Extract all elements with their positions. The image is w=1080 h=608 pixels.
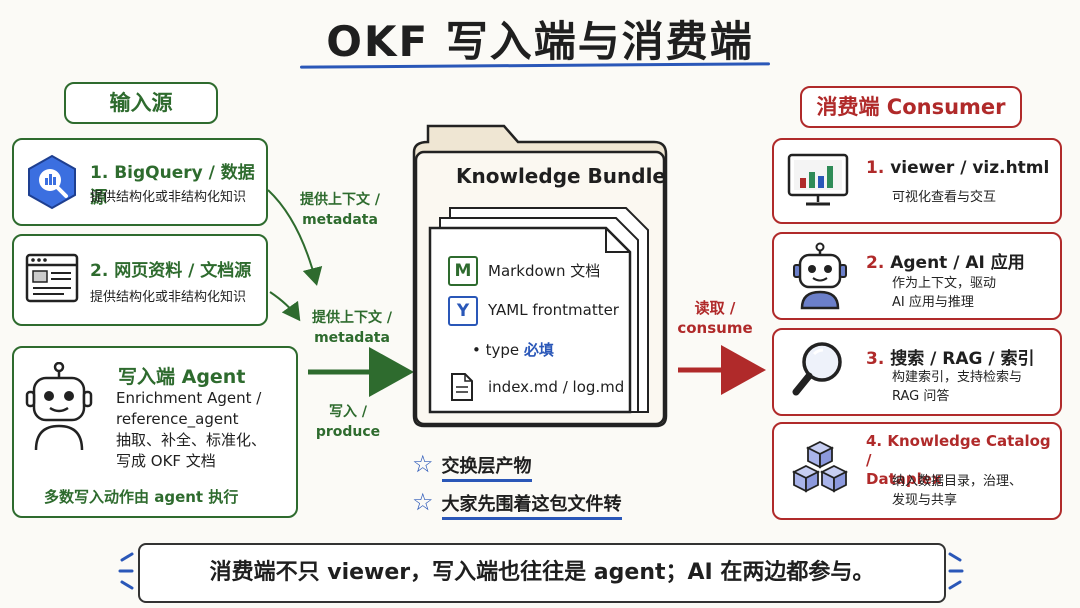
consumer-title: 1. viewer / viz.html <box>866 158 1049 178</box>
banner-accent-left <box>118 552 134 590</box>
writer-agent-card: 写入端 Agent Enrichment Agent / reference_a… <box>12 346 298 518</box>
consumer-title-text: Knowledge Catalog / <box>866 432 1051 469</box>
consumer-desc-line: AI 应用与推理 <box>892 295 974 310</box>
consumer-num: 3. <box>866 349 885 369</box>
consumer-desc-line: 构建索引，支持检索与 <box>892 370 1023 385</box>
consumer-desc: 纳入数据目录，治理、 发现与共享 <box>892 472 1022 510</box>
arrow-label-line: consume <box>677 319 753 337</box>
robot-icon <box>793 242 847 310</box>
star-icon: ☆ <box>412 488 434 516</box>
consumer-card-catalog: 4. Knowledge Catalog / Dataplex 纳入数据目录，治… <box>772 422 1062 520</box>
consumer-desc: 可视化查看与交互 <box>892 190 997 205</box>
consumer-title-text: 搜索 / RAG / 索引 <box>890 349 1035 369</box>
summary-banner: 消费端不只 viewer，写入端也往往是 agent；AI 在两边都参与。 <box>138 543 946 603</box>
consumer-header: 消费端 Consumer <box>800 86 1022 128</box>
consumer-desc: 构建索引，支持检索与 RAG 问答 <box>892 368 1022 406</box>
arrow-label-line: metadata <box>314 330 390 346</box>
star-text: 大家先围着这包文件转 <box>441 494 622 520</box>
bigquery-icon <box>28 154 76 210</box>
consumer-title-text: viewer / viz.html <box>890 158 1050 178</box>
cubes-icon <box>791 440 849 493</box>
writer-title: 写入端 Agent <box>118 366 246 388</box>
star-row-1: ☆ 交换层产物 <box>412 450 532 482</box>
consumer-title-text: Agent / AI 应用 <box>890 253 1025 273</box>
writer-line: reference_agent <box>116 410 239 428</box>
context-label-2: 提供上下文 / metadata <box>300 308 404 348</box>
consumer-title: 4. Knowledge Catalog / Dataplex <box>866 432 1060 489</box>
writer-footer: 多数写入动作由 agent 执行 <box>44 488 239 506</box>
consumer-card-search: 3. 搜索 / RAG / 索引 构建索引，支持检索与 RAG 问答 <box>772 328 1062 416</box>
bundle-item-label: YAML frontmatter <box>488 301 619 319</box>
source-title: 1. BigQuery / 数据源 <box>90 163 255 208</box>
arrow-label-line: 读取 / <box>694 299 736 317</box>
writer-line: 写成 OKF 文档 <box>116 452 216 470</box>
arrow-label-line: produce <box>315 424 381 440</box>
magnifier-icon <box>792 342 842 396</box>
markdown-icon: M <box>448 256 478 286</box>
type-required: 必填 <box>523 341 554 359</box>
type-bullet: • type 必填 <box>472 339 554 360</box>
source-card-bigquery: 1. BigQuery / 数据源 提供结构化或非结构化知识 <box>12 138 268 226</box>
context-label-1: 提供上下文 / metadata <box>292 190 388 230</box>
consumer-desc-line: 纳入数据目录，治理、 <box>892 474 1023 489</box>
consumer-desc-line: 作为上下文，驱动 <box>892 276 997 291</box>
consumer-card-viewer: 1. viewer / viz.html 可视化查看与交互 <box>772 138 1062 224</box>
file-label: index.md / log.md <box>488 378 625 396</box>
page-title: OKF 写入端与消费端 <box>326 17 754 66</box>
star-text: 交换层产物 <box>441 456 532 482</box>
folder-icon <box>412 124 668 428</box>
bundle-title: Knowledge Bundle <box>456 164 666 188</box>
arrow-label-line: metadata <box>302 212 378 228</box>
arrow-label-line: 提供上下文 / <box>312 310 392 326</box>
consumer-num: 4. <box>866 432 883 450</box>
writer-line: 抽取、补全、标准化、 <box>116 431 267 449</box>
arrow-context-2 <box>269 291 301 322</box>
arrow-label-line: 提供上下文 / <box>300 192 380 208</box>
consumer-desc: 作为上下文，驱动 AI 应用与推理 <box>892 274 996 312</box>
robot-icon <box>25 362 93 451</box>
consumer-title-text: Dataplex <box>866 470 942 488</box>
input-sources-header: 输入源 <box>64 82 218 124</box>
produce-label: 写入 / produce <box>306 402 390 442</box>
arrow-context-1 <box>267 189 323 286</box>
banner-accent-right <box>948 552 964 590</box>
star-icon: ☆ <box>412 450 434 478</box>
star-row-2: ☆ 大家先围着这包文件转 <box>412 488 622 520</box>
type-label: • type <box>472 341 520 359</box>
consumer-card-agent: 2. Agent / AI 应用 作为上下文，驱动 AI 应用与推理 <box>772 232 1062 320</box>
source-desc: 提供结构化或非结构化知识 <box>90 190 247 205</box>
yaml-icon: Y <box>448 296 478 326</box>
file-icon <box>451 373 473 401</box>
consumer-num: 2. <box>866 253 885 273</box>
consumer-desc-line: RAG 问答 <box>892 389 950 404</box>
consumer-title: 3. 搜索 / RAG / 索引 <box>866 344 1035 369</box>
bundle-item-label: Markdown 文档 <box>488 262 601 280</box>
source-card-web: 2. 网页资料 / 文档源 提供结构化或非结构化知识 <box>12 234 268 326</box>
webpage-icon <box>25 253 79 303</box>
consumer-desc-line: 发现与共享 <box>892 493 958 508</box>
consumer-title: 2. Agent / AI 应用 <box>866 248 1025 273</box>
writer-line: Enrichment Agent / <box>116 389 262 407</box>
arrow-label-line: 写入 / <box>329 404 367 420</box>
writer-lines: Enrichment Agent / reference_agent 抽取、补全… <box>116 388 266 472</box>
consumer-num: 1. <box>866 158 885 178</box>
monitor-chart-icon <box>787 153 849 206</box>
source-desc: 提供结构化或非结构化知识 <box>90 290 247 305</box>
source-title: 2. 网页资料 / 文档源 <box>90 261 252 281</box>
consume-label: 读取 / consume <box>674 298 756 338</box>
